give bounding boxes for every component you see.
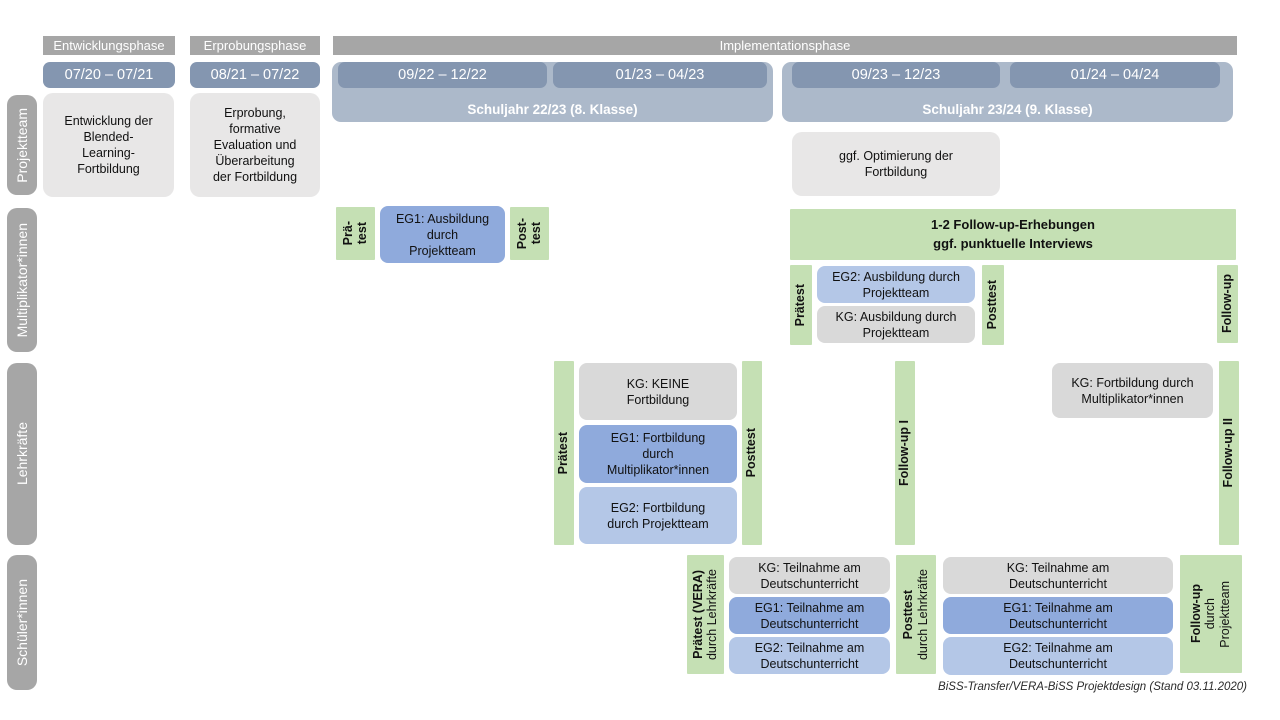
row-label-text: Projektteam bbox=[13, 107, 30, 183]
box-kg-ausbildung-projektteam: KG: Ausbildung durch Projektteam bbox=[817, 306, 975, 343]
diagram-caption: BiSS-Transfer/VERA-BiSS Projektdesign (S… bbox=[938, 681, 1247, 693]
praetest-vera-bar-schueler: Prätest (VERA) durch Lehrkräfte bbox=[687, 555, 724, 674]
followup-bar-multiplikatoren: Follow-up bbox=[1217, 265, 1238, 343]
followup-band-text: 1-2 Follow-up-Erhebungen ggf. punktuelle… bbox=[931, 217, 1095, 251]
row-label-multiplikatoren: Multiplikator*innen bbox=[7, 208, 37, 352]
box-eg1-fortbildung-multiplikatoren: EG1: Fortbildung durch Multiplikator*inn… bbox=[579, 425, 737, 483]
praetest-label: Prätest bbox=[793, 283, 808, 327]
box-eg1-ausbildung-projektteam: EG1: Ausbildung durch Projektteam bbox=[380, 206, 505, 263]
posttest-label: Posttest bbox=[901, 589, 916, 640]
box-erprobung-evaluation: Erprobung, formative Evaluation und Über… bbox=[190, 93, 320, 197]
posttest-bar-multiplikatoren-1: Post- test bbox=[510, 207, 549, 260]
followup2-label: Follow-up II bbox=[1221, 418, 1236, 488]
followup-label: Follow-up bbox=[1189, 584, 1204, 644]
box-eg2-teilnahme-1: EG2: Teilnahme am Deutschunterricht bbox=[729, 637, 890, 674]
row-label-text: Multiplikator*innen bbox=[13, 222, 30, 338]
box-kg-teilnahme-2: KG: Teilnahme am Deutschunterricht bbox=[943, 557, 1173, 594]
posttest-bar-schueler: Posttest durch Lehrkräfte bbox=[896, 555, 936, 674]
phase-bar-implementationsphase: Implementationsphase bbox=[333, 36, 1237, 55]
posttest-line2: test bbox=[529, 222, 543, 245]
posttest-bar-multiplikatoren-2: Posttest bbox=[982, 265, 1004, 345]
row-label-schueler: Schüler*innen bbox=[7, 555, 37, 690]
date-bar-0922-1222: 09/22 – 12/22 bbox=[338, 62, 547, 88]
posttest-line1: Post- bbox=[514, 217, 529, 250]
followup2-bar-lehrkraefte: Follow-up II bbox=[1219, 361, 1239, 545]
praetest-bar-multiplikatoren-1: Prä- test bbox=[336, 207, 375, 260]
posttest-sublabel: durch Lehrkräfte bbox=[915, 568, 930, 661]
followup-label: Follow-up bbox=[1219, 274, 1234, 334]
date-bar-0923-1223: 09/23 – 12/23 bbox=[792, 62, 1000, 88]
followup-erhebungen-band: 1-2 Follow-up-Erhebungen ggf. punktuelle… bbox=[790, 209, 1236, 260]
box-optimierung-fortbildung: ggf. Optimierung der Fortbildung bbox=[792, 132, 1000, 196]
schoolyear-label: Schuljahr 23/24 (9. Klasse) bbox=[922, 102, 1093, 117]
followup-sublabel-projektteam: Projektteam bbox=[1217, 580, 1232, 648]
date-bar-0720-0721: 07/20 – 07/21 bbox=[43, 62, 175, 88]
posttest-label: Posttest bbox=[744, 428, 759, 478]
followup-projektteam-bar-schueler: Follow-up durch Projektteam bbox=[1180, 555, 1242, 673]
row-label-projektteam: Projektteam bbox=[7, 95, 37, 195]
followup-sublabel-durch: durch bbox=[1203, 598, 1218, 630]
phase-bar-erprobungsphase: Erprobungsphase bbox=[190, 36, 320, 55]
praetest-line2: test bbox=[355, 222, 369, 245]
posttest-bar-lehrkraefte: Posttest bbox=[742, 361, 762, 545]
row-label-text: Lehrkräfte bbox=[13, 422, 30, 486]
praetest-bar-lehrkraefte: Prätest bbox=[554, 361, 574, 545]
date-bar-0124-0424: 01/24 – 04/24 bbox=[1010, 62, 1220, 88]
praetest-vera-sublabel: durch Lehrkräfte bbox=[705, 568, 719, 661]
schoolyear-label: Schuljahr 22/23 (8. Klasse) bbox=[467, 102, 638, 117]
praetest-line1: Prä- bbox=[340, 221, 355, 246]
praetest-vera-label: Prätest (VERA) bbox=[690, 570, 705, 659]
box-eg1-teilnahme-1: EG1: Teilnahme am Deutschunterricht bbox=[729, 597, 890, 634]
row-label-lehrkraefte: Lehrkräfte bbox=[7, 363, 37, 545]
box-eg1-teilnahme-2: EG1: Teilnahme am Deutschunterricht bbox=[943, 597, 1173, 634]
date-bar-0123-0423: 01/23 – 04/23 bbox=[553, 62, 767, 88]
box-eg2-teilnahme-2: EG2: Teilnahme am Deutschunterricht bbox=[943, 637, 1173, 675]
row-label-text: Schüler*innen bbox=[13, 578, 30, 667]
praetest-bar-multiplikatoren-2: Prätest bbox=[790, 265, 812, 345]
followup1-label: Follow-up I bbox=[897, 420, 912, 486]
phase-bar-entwicklungsphase: Entwicklungsphase bbox=[43, 36, 175, 55]
date-bar-0821-0722: 08/21 – 07/22 bbox=[190, 62, 320, 88]
box-eg2-fortbildung-projektteam: EG2: Fortbildung durch Projektteam bbox=[579, 487, 737, 544]
followup1-bar-lehrkraefte: Follow-up I bbox=[895, 361, 915, 545]
box-kg-fortbildung-multiplikatoren: KG: Fortbildung durch Multiplikator*inne… bbox=[1052, 363, 1213, 418]
box-kg-teilnahme-1: KG: Teilnahme am Deutschunterricht bbox=[729, 557, 890, 594]
box-kg-keine-fortbildung: KG: KEINE Fortbildung bbox=[579, 363, 737, 420]
praetest-label: Prätest bbox=[556, 431, 571, 475]
box-eg2-ausbildung-projektteam: EG2: Ausbildung durch Projektteam bbox=[817, 266, 975, 303]
posttest-label: Posttest bbox=[985, 280, 1000, 330]
box-entwicklung-fortbildung: Entwicklung der Blended- Learning- Fortb… bbox=[43, 93, 174, 197]
